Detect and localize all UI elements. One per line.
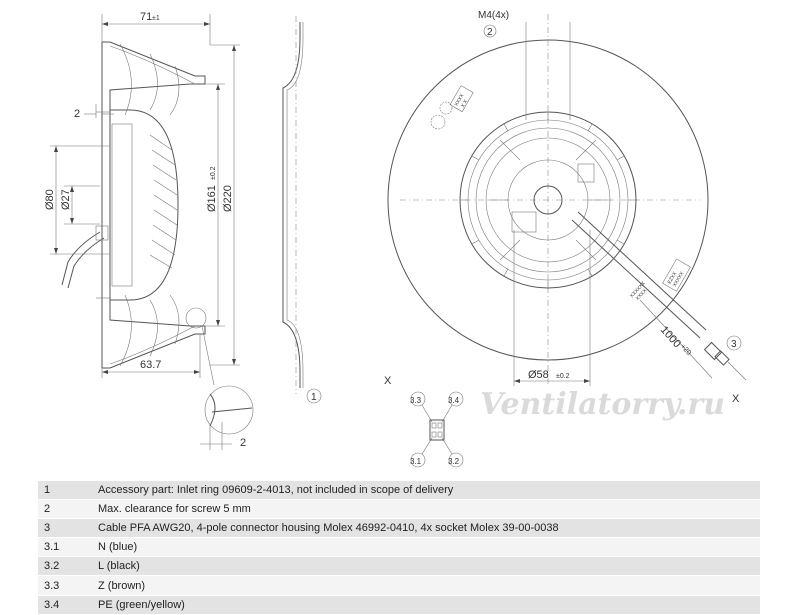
side-view: 71 ±1 2 Ø80	[44, 11, 254, 450]
dim-dia-161: Ø161	[206, 185, 218, 212]
callout-3-1: 3.1	[410, 457, 422, 466]
legend-num: 2	[38, 499, 92, 520]
technical-drawing: 71 ±1 2 Ø80	[44, 10, 747, 468]
dim-gap-2-detail: 2	[240, 437, 246, 449]
dim-width-71-tol: ±1	[152, 15, 160, 22]
watermark: Ventilatorry.ru	[480, 387, 725, 422]
callout-3: 3	[731, 339, 737, 350]
dim-cable-1000-tol: +20	[679, 343, 692, 357]
legend-desc: N (blue)	[92, 537, 760, 558]
legend-num: 3	[38, 518, 92, 539]
callout-3-2: 3.2	[448, 457, 460, 466]
view-x-right: X	[732, 393, 740, 405]
legend-num: 3.3	[38, 575, 92, 596]
callout-1: 1	[311, 392, 317, 403]
legend-desc: Max. clearance for screw 5 mm	[92, 499, 760, 520]
legend-desc: Z (brown)	[92, 575, 760, 596]
dim-screw-m4: M4(4x)	[478, 10, 509, 21]
callout-3-4: 3.4	[448, 396, 460, 405]
dim-dia-220: Ø220	[222, 185, 234, 212]
connector-view: 3.3 3.4 3.1 3.2	[410, 391, 464, 468]
dim-width-71: 71	[140, 11, 152, 23]
view-x-left: X	[384, 375, 392, 387]
dim-depth-63-7: 63.7	[140, 359, 161, 371]
legend-num: 3.4	[38, 595, 92, 615]
legend-desc: Cable PFA AWG20, 4-pole connector housin…	[92, 518, 760, 539]
dim-dia-58-tol: ±0.2	[556, 373, 570, 380]
dim-dia-27: Ø27	[60, 189, 72, 210]
legend-num: 3.2	[38, 556, 92, 577]
dim-gap-2-left: 2	[74, 108, 80, 120]
legend-num: 1	[38, 481, 92, 501]
callout-3-3: 3.3	[410, 396, 422, 405]
dim-cable-1000: 1000	[658, 324, 683, 350]
label-top2: X X	[460, 98, 470, 109]
legend-desc: L (black)	[92, 556, 760, 577]
front-view: M4(4x) 2 XXXX X X EZXX XXXXX XXXXXX XXXX	[384, 10, 747, 468]
legend-desc: Accessory part: Inlet ring 09609-2-4013,…	[92, 481, 760, 501]
dim-dia-161-tol: ±0.2	[210, 166, 217, 180]
inlet-ring-view: 1	[282, 16, 322, 404]
callout-2: 2	[487, 27, 493, 38]
legend-num: 3.1	[38, 537, 92, 558]
legend-desc: PE (green/yellow)	[92, 595, 760, 615]
dim-dia-80: Ø80	[44, 189, 56, 210]
dim-dia-58: Ø58	[528, 369, 549, 381]
